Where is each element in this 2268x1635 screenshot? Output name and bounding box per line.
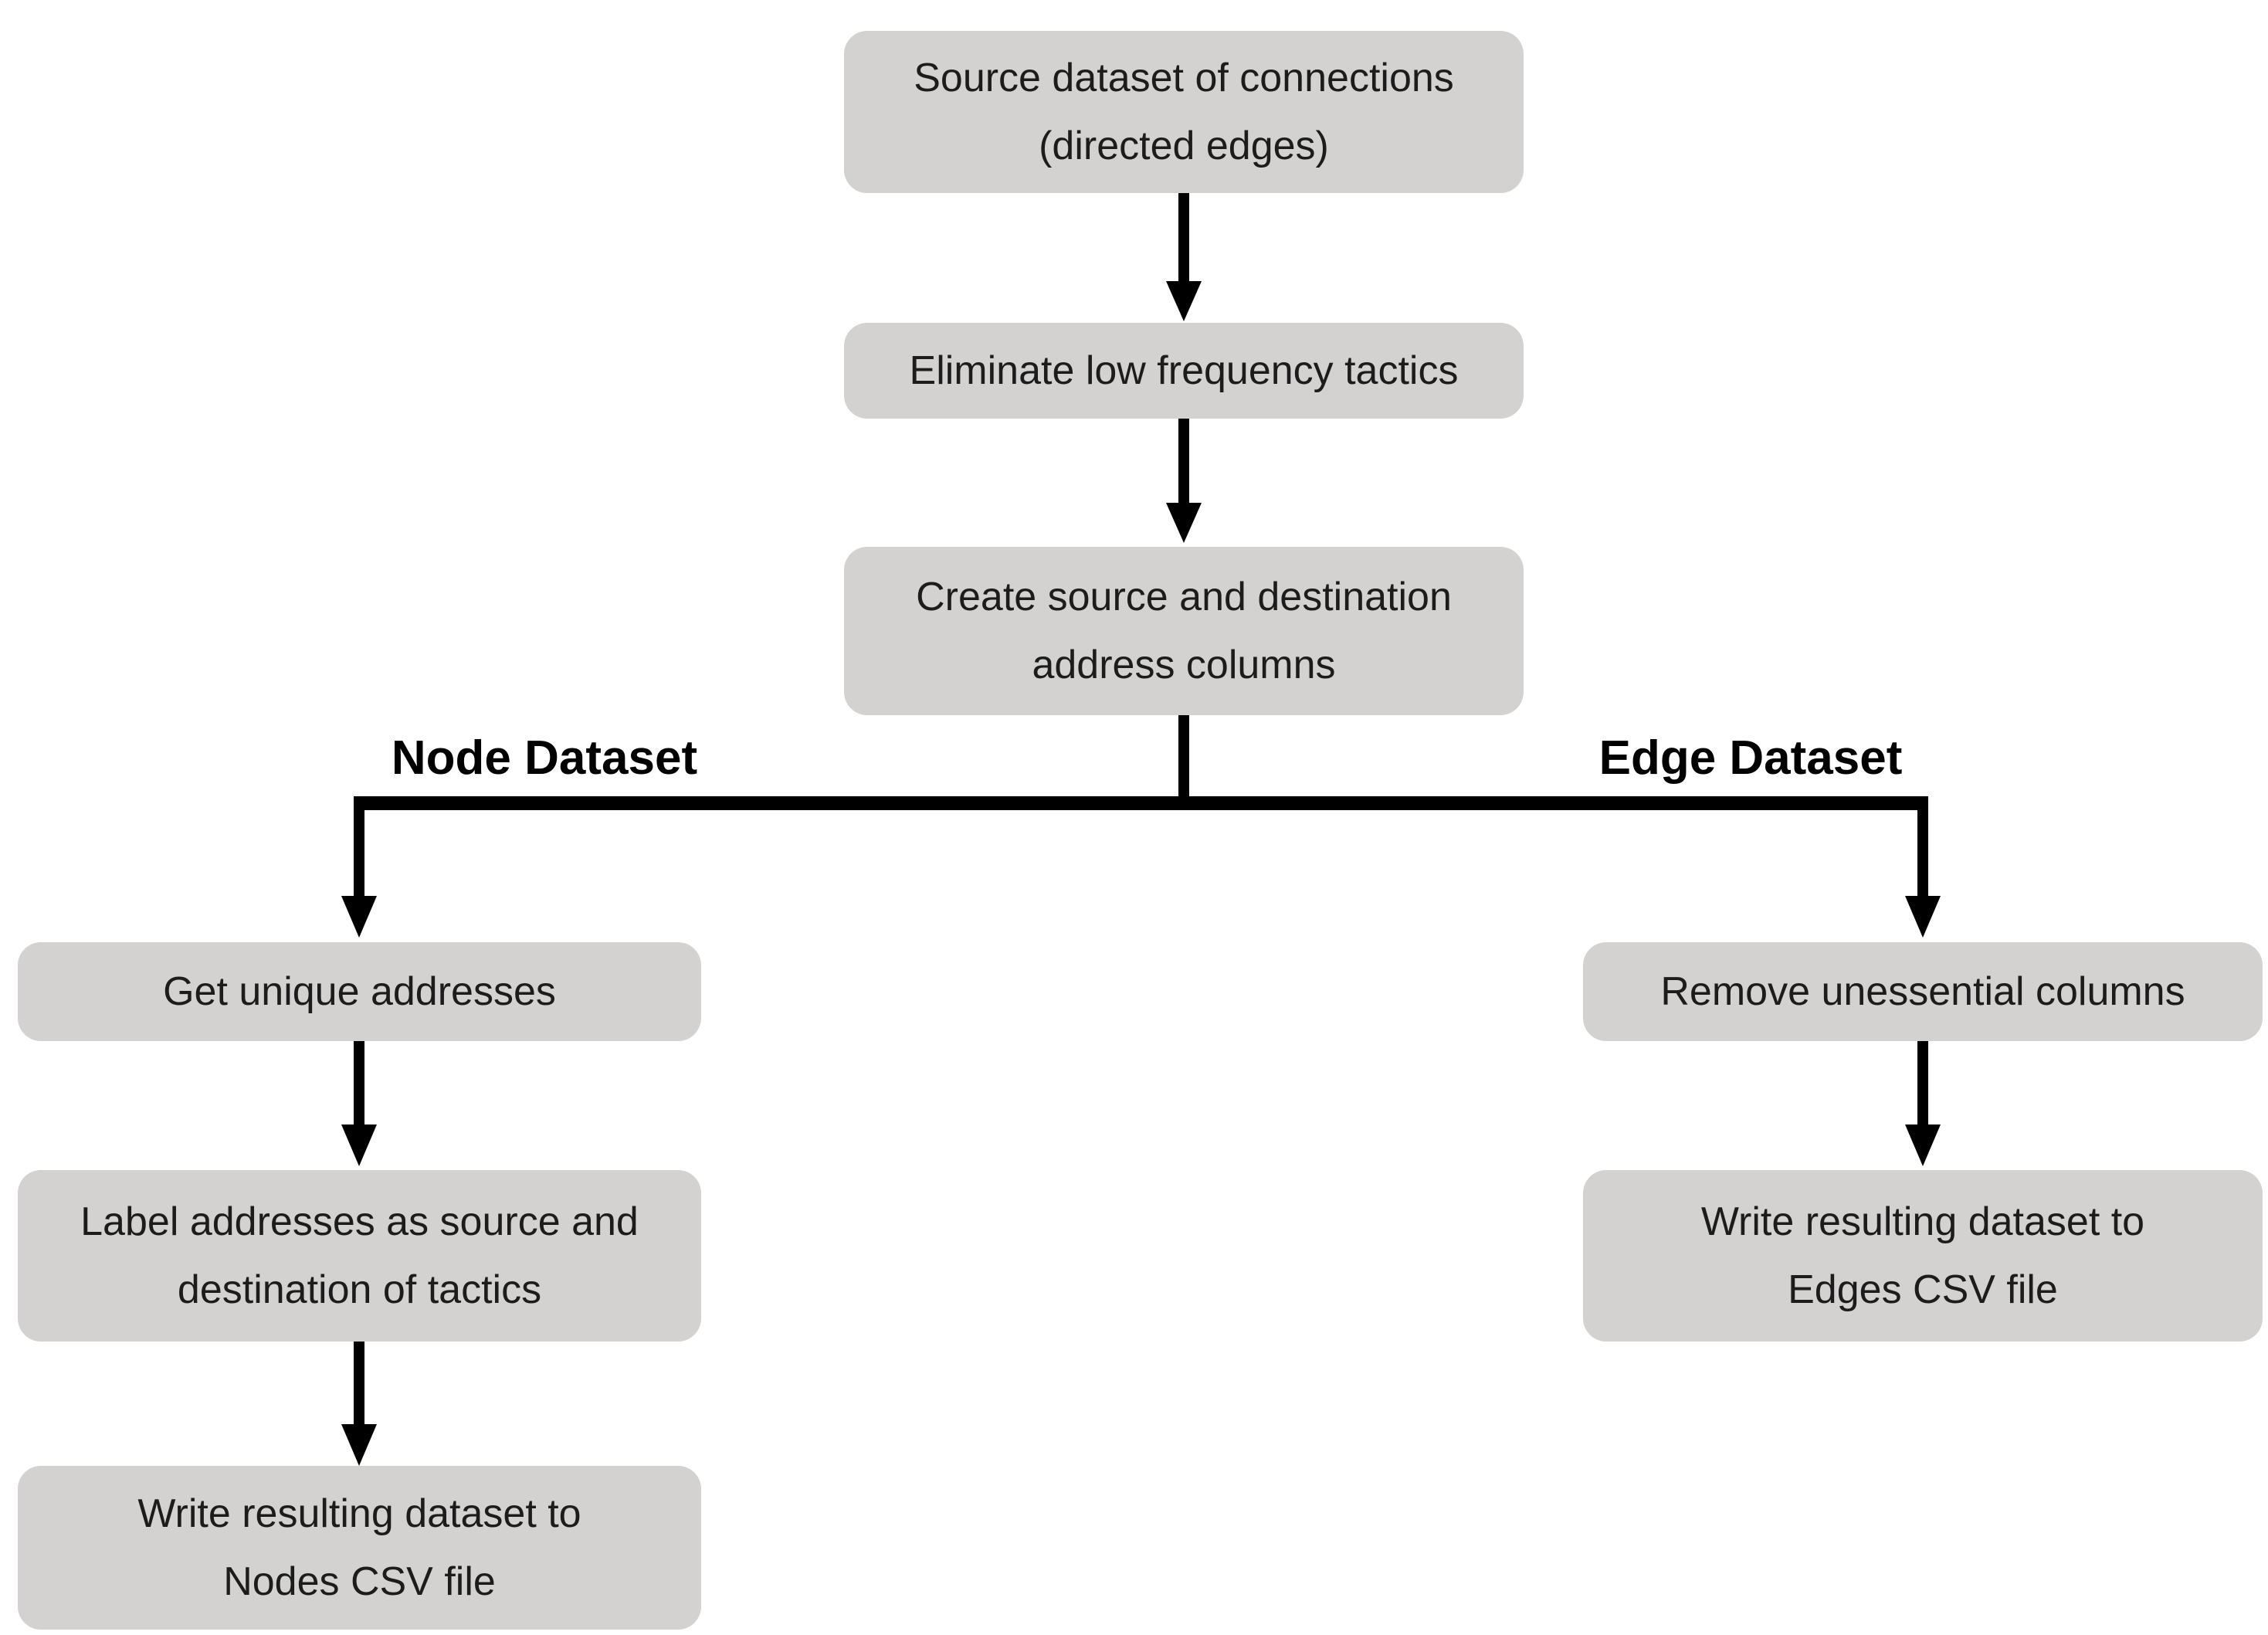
- node-label-addresses: Label addresses as source and destinatio…: [18, 1170, 701, 1342]
- node-text-line: (directed edges): [1039, 124, 1329, 168]
- node-eliminate-low-frequency: Eliminate low frequency tactics: [844, 323, 1524, 419]
- arrow-eliminate-to-create: [1166, 419, 1202, 543]
- node-text-line: Label addresses as source and: [80, 1199, 639, 1244]
- node-remove-unessential-columns: Remove unessential columns: [1583, 942, 2263, 1041]
- node-text-line: Source dataset of connections: [914, 55, 1454, 100]
- branch-label-edge-dataset: Edge Dataset: [1598, 731, 1903, 785]
- arrow-branch-to-remove-columns: [1905, 803, 1941, 938]
- node-create-address-columns: Create source and destination address co…: [844, 547, 1524, 715]
- node-text-line: Write resulting dataset to: [137, 1491, 581, 1536]
- arrow-source-to-eliminate: [1166, 193, 1202, 321]
- node-text-line: Write resulting dataset to: [1700, 1199, 2145, 1244]
- node-text-line: address columns: [1032, 643, 1336, 687]
- node-text-line: Eliminate low frequency tactics: [909, 348, 1459, 393]
- arrow-get-unique-to-label-addresses: [341, 1041, 377, 1166]
- arrow-label-addresses-to-write-nodes: [341, 1342, 377, 1466]
- arrow-branch-to-get-unique: [341, 803, 377, 938]
- arrow-remove-columns-to-write-edges: [1905, 1041, 1941, 1166]
- node-text-line: Get unique addresses: [163, 968, 556, 1014]
- node-source-dataset: Source dataset of connections (directed …: [844, 31, 1524, 193]
- node-text-line: Nodes CSV file: [223, 1559, 496, 1604]
- node-text-line: Create source and destination: [916, 574, 1452, 619]
- node-text-line: Edges CSV file: [1788, 1267, 2058, 1312]
- node-text-line: destination of tactics: [177, 1267, 542, 1312]
- node-get-unique-addresses: Get unique addresses: [18, 942, 701, 1041]
- node-write-edges-csv: Write resulting dataset to Edges CSV fil…: [1583, 1170, 2263, 1342]
- node-write-nodes-csv: Write resulting dataset to Nodes CSV fil…: [18, 1466, 701, 1630]
- branch-label-node-dataset: Node Dataset: [391, 731, 698, 785]
- node-text-line: Remove unessential columns: [1660, 968, 2185, 1014]
